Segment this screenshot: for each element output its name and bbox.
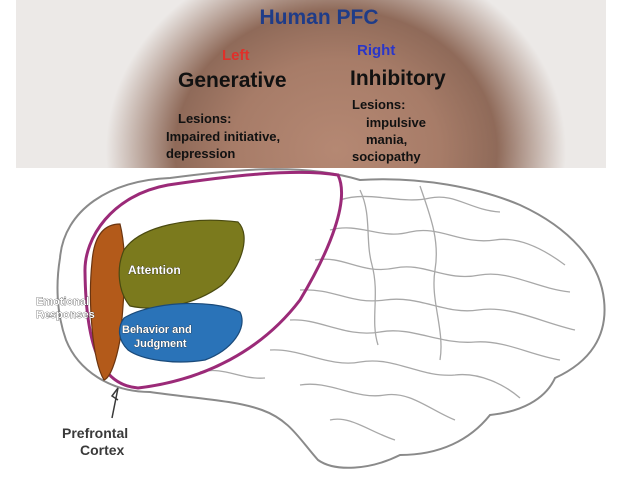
prefrontal-outline [83,170,343,390]
left-lesion-effects: Impaired initiative, depression [166,128,280,162]
right-lesions-label: Lesions: [352,97,406,112]
pointer-line [111,387,119,419]
behavior-region [118,302,243,363]
left-effect-1: Impaired initiative, [166,129,281,144]
slide-title: Human PFC [259,6,379,29]
pfc-label-2: Cortex [80,442,125,458]
pfc-label-1: Prefrontal [62,425,128,441]
right-effect-3: sociopathy [352,149,421,164]
emotional-label-2: Responses [36,309,95,321]
emotional-region [89,223,126,381]
left-title: Generative [178,69,287,92]
brain-photo [16,0,606,172]
right-effect-2: mania, [366,132,408,147]
behavior-label-1: Behavior and [122,324,192,336]
right-lesion-effects: impulsive mania, sociopathy [352,114,426,165]
brain-gyri [199,185,576,441]
left-effect-2: depression [166,146,236,161]
emotional-label-1: Emotional [36,296,89,308]
right-heading: Right [357,42,396,59]
attention-region [118,219,245,309]
behavior-label-2: Judgment [134,338,187,350]
left-heading: Left [222,47,250,64]
right-effect-1: impulsive [366,115,426,130]
attention-label: Attention [128,263,181,277]
left-lesions-label: Lesions: [178,111,232,126]
right-title: Inhibitory [350,67,446,90]
